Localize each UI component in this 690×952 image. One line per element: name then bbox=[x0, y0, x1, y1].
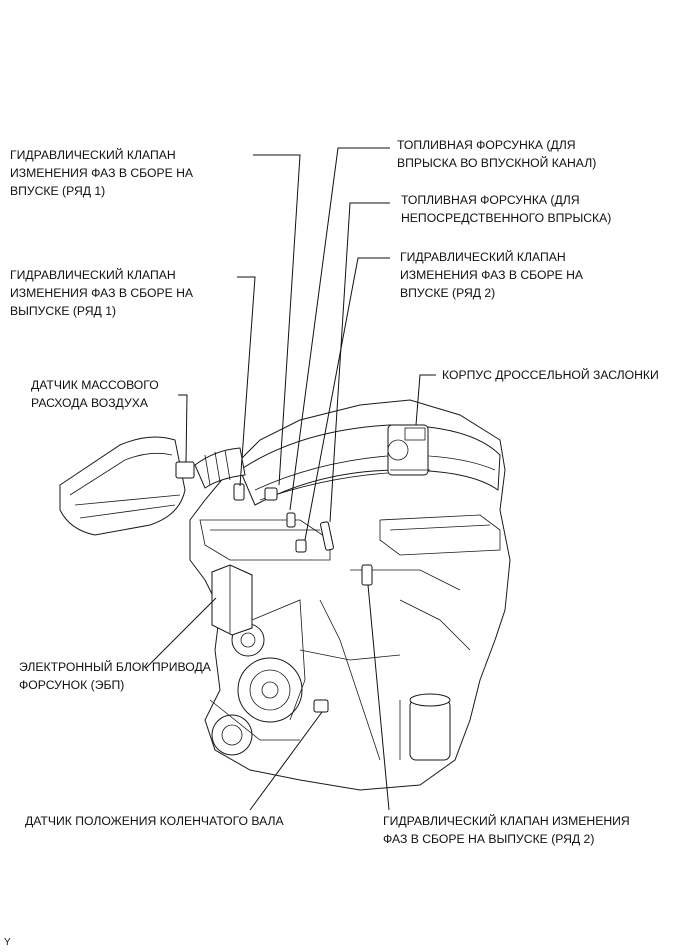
label-ckp-sensor: ДАТЧИК ПОЛОЖЕНИЯ КОЛЕНЧАТОГО ВАЛА bbox=[25, 814, 284, 828]
label-edu: ЭЛЕКТРОННЫЙ БЛОК ПРИВОДА ФОРСУНОК (ЭБП) bbox=[19, 660, 211, 692]
label-throttle-body: КОРПУС ДРОССЕЛЬНОЙ ЗАСЛОНКИ bbox=[442, 368, 659, 382]
label-vvt-exhaust-bank2: ГИДРАВЛИЧЕСКИЙ КЛАПАН ИЗМЕНЕНИЯ ФАЗ В СБ… bbox=[383, 814, 630, 846]
label-injector-direct: ТОПЛИВНАЯ ФОРСУНКА (ДЛЯ НЕПОСРЕДСТВЕННОГ… bbox=[401, 193, 612, 225]
injector-direct-drawing bbox=[320, 521, 334, 551]
ckp-sensor-drawing bbox=[313, 699, 329, 713]
label-injector-port: ТОПЛИВНАЯ ФОРСУНКА (ДЛЯ ВПРЫСКА ВО ВПУСК… bbox=[397, 138, 597, 170]
air-cleaner-drawing bbox=[59, 436, 186, 536]
label-vvt-exhaust-bank1: ГИДРАВЛИЧЕСКИЙ КЛАПАН ИЗМЕНЕНИЯ ФАЗ В СБ… bbox=[10, 268, 194, 318]
vvt-exhaust-b1-drawing bbox=[264, 487, 278, 501]
vvt-intake-b2-drawing bbox=[295, 539, 307, 553]
label-vvt-intake-bank1: ГИДРАВЛИЧЕСКИЙ КЛАПАН ИЗМЕНЕНИЯ ФАЗ В СБ… bbox=[10, 148, 194, 198]
edu-drawing bbox=[211, 564, 253, 636]
vvt-exhaust-b2-drawing bbox=[361, 564, 373, 586]
leader-lines bbox=[145, 147, 436, 811]
maf-sensor-drawing bbox=[175, 461, 195, 479]
label-maf-sensor: ДАТЧИК МАССОВОГО РАСХОДА ВОЗДУХА bbox=[31, 378, 159, 410]
vvt-intake-b1-drawing bbox=[233, 483, 245, 501]
figure-code: Y bbox=[4, 937, 11, 948]
injector-port-drawing bbox=[286, 512, 296, 528]
label-vvt-intake-bank2: ГИДРАВЛИЧЕСКИЙ КЛАПАН ИЗМЕНЕНИЯ ФАЗ В СБ… bbox=[400, 250, 584, 300]
throttle-body-drawing bbox=[387, 424, 430, 476]
